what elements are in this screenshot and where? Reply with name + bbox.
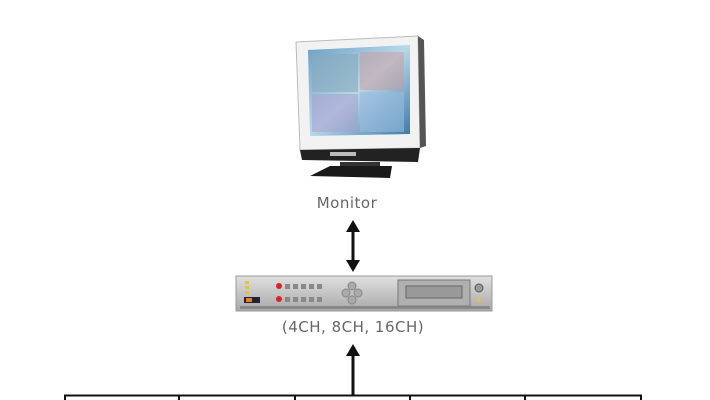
monitor-icon xyxy=(295,35,426,178)
monitor-dvr-double-arrow xyxy=(346,220,360,272)
monitor-label: Monitor xyxy=(316,194,378,212)
dvr-device-icon xyxy=(235,275,493,312)
dvr-channels-label: (4CH, 8CH, 16CH) xyxy=(281,318,425,336)
dvr-channels-connection xyxy=(64,344,642,400)
